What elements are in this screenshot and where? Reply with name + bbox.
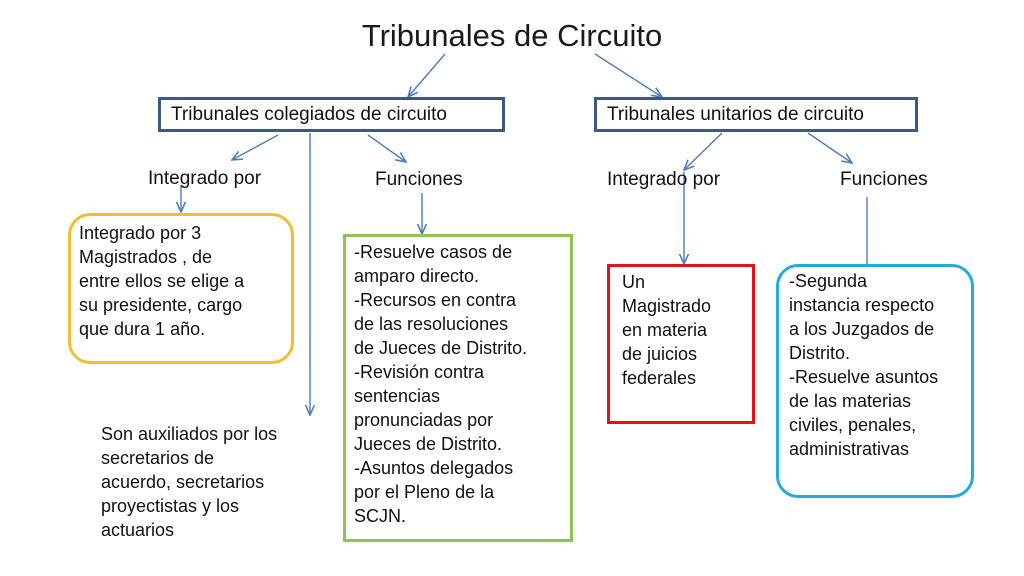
arrow-unitarios-to-integrado [684,132,723,170]
label-integrado-right: Integrado por [607,169,721,190]
arrow-colegiados-to-integrado [232,134,279,160]
header-colegiados: Tribunales colegiados de circuito [158,97,505,132]
label-funciones-right: Funciones [840,169,928,190]
card-integrado-colegiados: Integrado por 3 Magistrados , de entre e… [68,213,294,364]
page-title: Tribunales de Circuito [361,18,663,53]
arrow-colegiados-to-funciones [367,134,406,162]
header-colegiados-label: Tribunales colegiados de circuito [171,104,448,125]
card-funciones-colegiados: -Resuelve casos de amparo directo. -Recu… [343,234,573,542]
arrow-unitarios-to-funciones [807,132,852,163]
arrow-title-to-unitarios [594,53,662,97]
header-unitarios: Tribunales unitarios de circuito [594,97,918,132]
label-funciones-left: Funciones [375,169,463,190]
arrow-title-to-colegiados [408,53,446,97]
text-auxiliados: Son auxiliados por los secretarios de ac… [101,424,278,540]
label-integrado-left: Integrado por [148,168,262,189]
header-unitarios-label: Tribunales unitarios de circuito [607,104,864,125]
card-funciones-unitarios: -Segunda instancia respecto a los Juzgad… [776,264,974,498]
card-integrado-unitarios: Un Magistrado en materia de juicios fede… [607,264,755,424]
